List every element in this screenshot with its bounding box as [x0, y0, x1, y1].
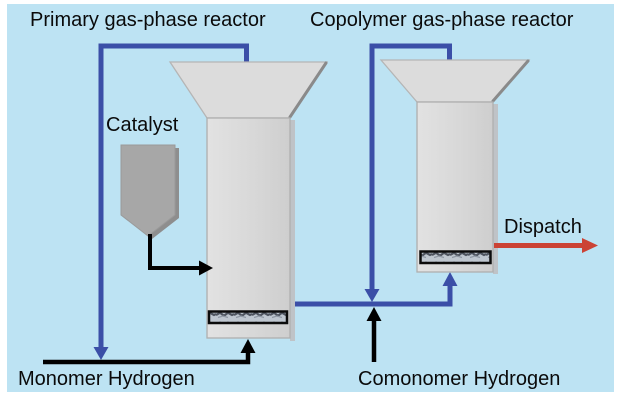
copolymer-funnel-edge	[491, 59, 530, 103]
primary-reactor-column	[206, 117, 291, 339]
transfer-line	[289, 286, 453, 307]
dispatch-arrowhead-icon	[582, 238, 598, 253]
copolymer-reactor-vessel	[379, 59, 531, 274]
primary-reactor-title: Primary gas-phase reactor	[30, 9, 266, 31]
monomer-feed-line	[43, 353, 251, 365]
comonomer-feed-label: Comonomer Hydrogen	[358, 368, 560, 390]
transfer-arrowhead-icon	[442, 272, 458, 286]
copolymer-recycle-arrowhead-icon	[364, 289, 380, 302]
primary-funnel-edge	[288, 61, 328, 119]
catalyst-label: Catalyst	[106, 114, 179, 136]
copolymer-reactor-shadow	[493, 104, 498, 274]
copolymer-distributor-plate	[419, 250, 492, 265]
comonomer-feed-arrowhead-icon	[366, 307, 382, 321]
monomer-feed-arrowhead-icon	[240, 339, 256, 353]
primary-reactor-shadow	[290, 120, 295, 341]
primary-distributor-plate	[207, 310, 289, 325]
monomer-feed-label: Monomer Hydrogen	[18, 368, 195, 390]
catalyst-hopper-body	[120, 144, 176, 237]
primary-recycle-arrowhead-icon	[93, 347, 109, 360]
catalyst-feed-arrowhead-icon	[199, 260, 213, 276]
copolymer-recycle-line	[369, 43, 452, 290]
catalyst-feed-line	[148, 234, 199, 270]
copolymer-reactor-column	[416, 101, 494, 273]
primary-reactor-vessel	[168, 61, 329, 341]
primary-recycle-line	[98, 43, 249, 348]
copolymer-reactor-title: Copolymer gas-phase reactor	[310, 9, 574, 31]
dispatch-label: Dispatch	[504, 216, 582, 238]
catalyst-hopper	[120, 144, 179, 239]
